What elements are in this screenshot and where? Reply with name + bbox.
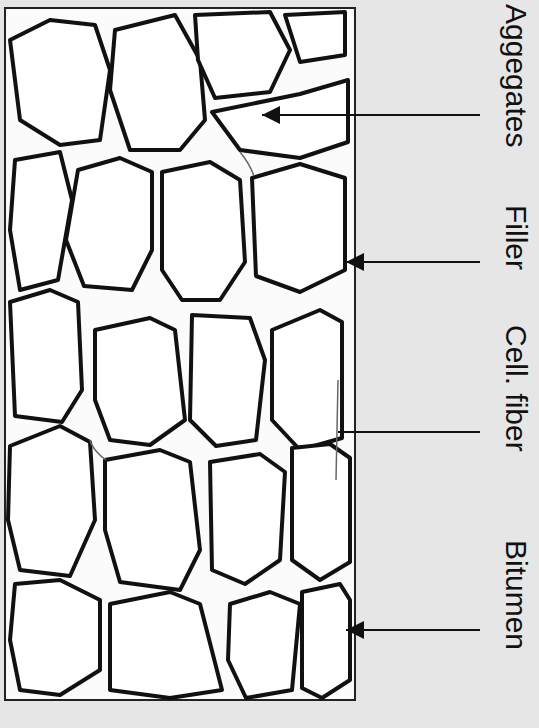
leader-lines xyxy=(262,115,480,630)
part-label: Bitumen xyxy=(500,540,532,650)
part-label: Cell. fiber xyxy=(500,325,532,452)
part-label: Aggegates xyxy=(500,4,532,147)
specimen-frame xyxy=(5,8,355,700)
cellulose-fibers xyxy=(90,152,338,480)
part-label: Filler xyxy=(500,205,532,270)
